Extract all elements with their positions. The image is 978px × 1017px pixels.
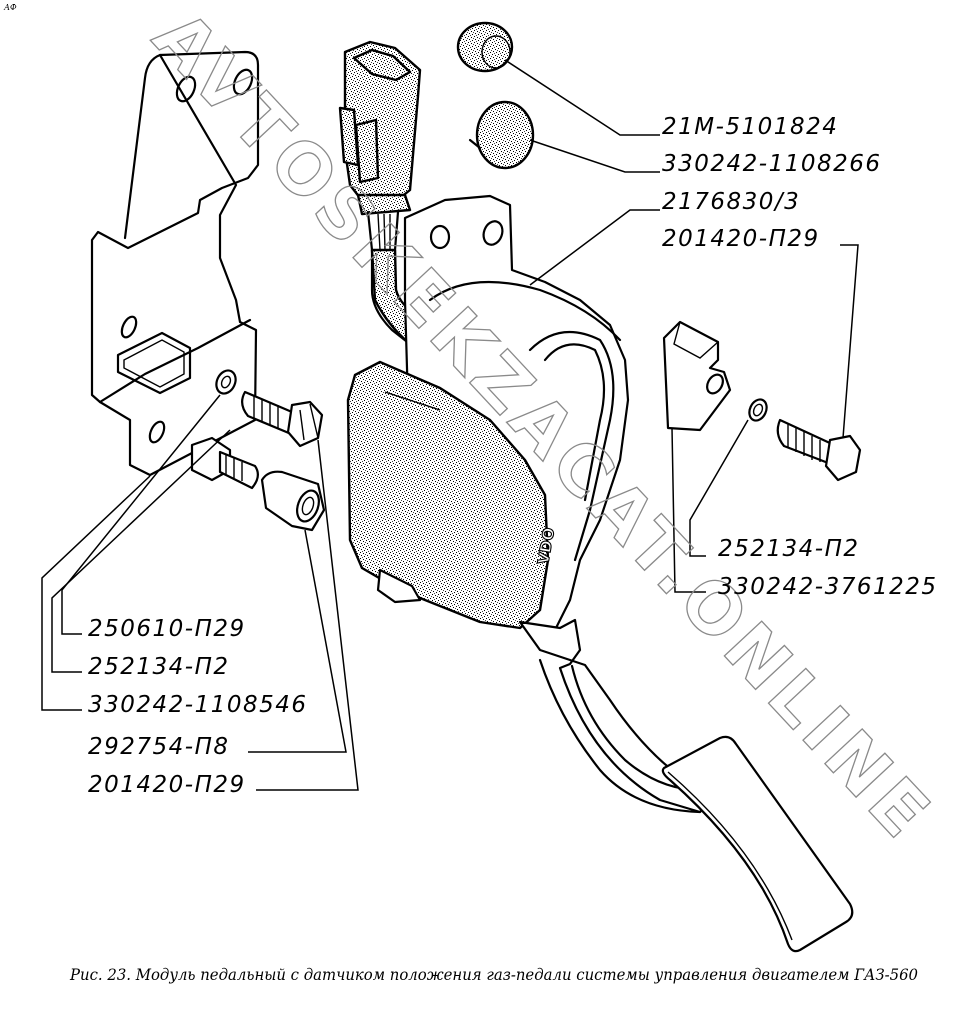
part-label: 252134-П2	[718, 536, 860, 562]
cap-330242-1108266	[468, 100, 535, 170]
part-label: 252134-П2	[88, 654, 230, 680]
part-label: 330242-1108266	[662, 151, 882, 177]
electrical-connector	[338, 40, 422, 216]
figure-caption: Рис. 23. Модуль педальный с датчиком пол…	[69, 966, 918, 984]
corner-mark: АФ	[3, 3, 17, 12]
part-label: 201420-П29	[88, 772, 246, 798]
spring-washer-left	[215, 369, 237, 395]
mounting-bracket	[90, 50, 260, 477]
part-label: 201420-П29	[662, 226, 820, 252]
position-sensor: VDO	[346, 360, 559, 630]
pedal-arm	[518, 618, 714, 814]
part-label: 330242-1108546	[88, 692, 308, 718]
part-label: 292754-П8	[88, 734, 230, 760]
part-label: 21М-5101824	[662, 114, 838, 140]
cap-21m-5101824	[456, 21, 514, 73]
pedal-pad	[661, 735, 854, 953]
right-fasteners	[748, 398, 862, 482]
leader-lines	[41, 59, 859, 791]
labels-right: 21М-5101824 330242-1108266 2176830/3 201…	[662, 114, 938, 600]
part-label: 330242-3761225	[718, 574, 938, 600]
left-fasteners	[190, 369, 326, 532]
nut-left	[260, 470, 326, 532]
part-label: 250610-П29	[88, 616, 246, 642]
bolt-upper-left	[241, 390, 324, 448]
right-bracket	[662, 320, 732, 432]
part-label: 2176830/3	[662, 189, 800, 215]
labels-left: 250610-П29 252134-П2 330242-1108546 2927…	[88, 616, 308, 798]
bolt-lower-left	[190, 436, 259, 490]
